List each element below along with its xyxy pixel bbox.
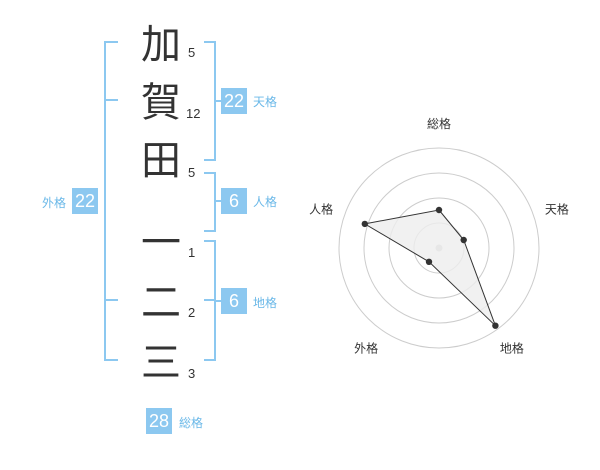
radar-point-2 bbox=[460, 236, 467, 244]
radar-point-1 bbox=[435, 206, 443, 214]
radar-axis-label-3: 地格 bbox=[500, 340, 524, 355]
tenkaku-connector bbox=[216, 100, 222, 102]
radar-axis-label-4: 外格 bbox=[354, 340, 378, 355]
radar-point-3 bbox=[492, 322, 499, 329]
radar-ring-4 bbox=[338, 147, 540, 349]
gaikaku-bracket-tick-lower bbox=[104, 299, 118, 301]
chikaku-connector bbox=[216, 300, 222, 302]
radar-point-5 bbox=[361, 220, 368, 228]
gaikaku-label: 外格 bbox=[42, 196, 67, 210]
radar-ring-2 bbox=[388, 197, 490, 299]
radar-ring-3 bbox=[363, 172, 515, 324]
stroke-count-3: 5 bbox=[188, 165, 196, 180]
name-char-2: 賀 bbox=[141, 80, 181, 126]
jinkaku-score: 6 bbox=[221, 188, 247, 214]
radar-data-polygon bbox=[363, 209, 496, 327]
gaikaku-score: 22 bbox=[72, 188, 98, 214]
radar-axis-label-5: 人格 bbox=[309, 202, 333, 217]
gaikaku-bracket-tick-upper bbox=[104, 99, 118, 101]
stroke-count-6: 3 bbox=[188, 366, 196, 381]
name-char-4: 一 bbox=[141, 220, 181, 266]
radar-axis-label-1: 総格 bbox=[427, 116, 451, 131]
name-char-5: 二 bbox=[141, 280, 181, 326]
stroke-count-2: 12 bbox=[186, 106, 201, 121]
jinkaku-bracket bbox=[204, 172, 216, 232]
tenkaku-label: 天格 bbox=[253, 95, 278, 109]
soukaku-score: 28 bbox=[146, 408, 172, 434]
jinkaku-connector bbox=[216, 200, 222, 202]
radar-axis-label-2: 天格 bbox=[545, 202, 569, 217]
soukaku-label: 総格 bbox=[179, 416, 204, 430]
gaikaku-bracket bbox=[104, 41, 118, 361]
name-char-6: 三 bbox=[141, 340, 181, 386]
tenkaku-bracket bbox=[204, 41, 216, 161]
stroke-count-5: 2 bbox=[188, 305, 196, 320]
jinkaku-label: 人格 bbox=[253, 195, 278, 209]
tenkaku-score: 22 bbox=[221, 88, 247, 114]
chikaku-bracket-tick bbox=[204, 299, 216, 301]
stroke-count-1: 5 bbox=[188, 45, 196, 60]
chikaku-label: 地格 bbox=[253, 296, 278, 310]
name-char-3: 田 bbox=[141, 138, 181, 184]
chikaku-score: 6 bbox=[221, 288, 247, 314]
name-char-1: 加 bbox=[141, 22, 181, 68]
stroke-count-4: 1 bbox=[188, 245, 196, 260]
radar-point-4 bbox=[425, 258, 433, 265]
